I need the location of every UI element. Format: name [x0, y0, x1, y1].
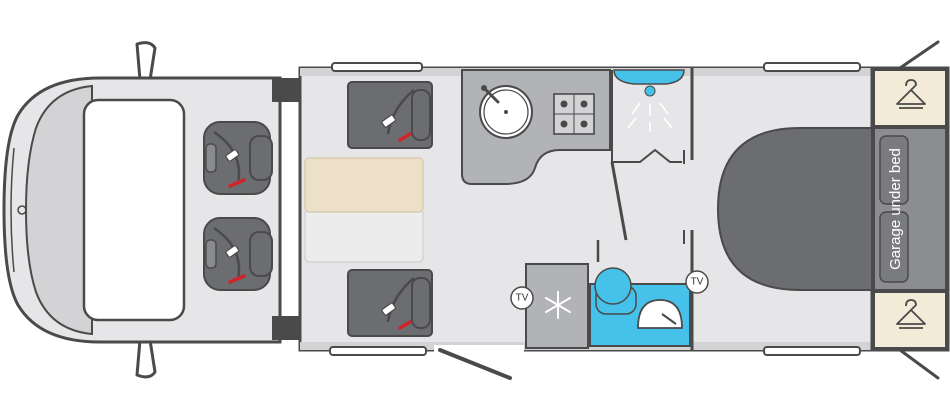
window-bottom-2 [763, 346, 861, 356]
driver-seat [203, 121, 273, 195]
washroom-door [610, 161, 628, 241]
cab-door-top [135, 41, 157, 82]
hanger-icon [896, 299, 926, 329]
dining-table [304, 157, 424, 263]
pillar-top [272, 78, 300, 102]
shower-icon [627, 85, 673, 132]
toilet-icon [594, 267, 637, 315]
washbasin-icon [637, 299, 683, 329]
cab-door-bottom [135, 338, 157, 379]
window-top-2 [763, 62, 861, 72]
seatbelt-icon [381, 89, 415, 142]
tv-icon-left: TV [510, 286, 534, 310]
tv-label-left: TV [516, 293, 529, 304]
hanger-icon [896, 79, 926, 109]
island-bed [716, 127, 873, 291]
entrance-door [434, 345, 524, 380]
windscreen [82, 98, 186, 322]
window-top-1 [331, 62, 423, 72]
wardrobe-bottom [873, 291, 947, 349]
seatbelt-icon [213, 226, 246, 284]
seatbelt-icon [213, 130, 246, 188]
wardrobe-top [873, 69, 947, 127]
hob-icon [553, 93, 595, 135]
snowflake-icon [545, 291, 571, 319]
garage-label: Garage under bed [887, 148, 904, 270]
tv-label-right: TV [691, 277, 704, 288]
pillar-bottom [272, 316, 300, 340]
seatbelt-icon [381, 277, 415, 330]
window-bottom-1 [329, 346, 427, 356]
passenger-seat [203, 217, 273, 291]
travel-seat-bottom [347, 269, 433, 337]
shower-cubicle [611, 69, 685, 163]
fridge-unit [525, 263, 589, 349]
travel-seat-top [347, 81, 433, 149]
sink-icon [479, 85, 533, 139]
tv-icon-right: TV [685, 270, 709, 294]
